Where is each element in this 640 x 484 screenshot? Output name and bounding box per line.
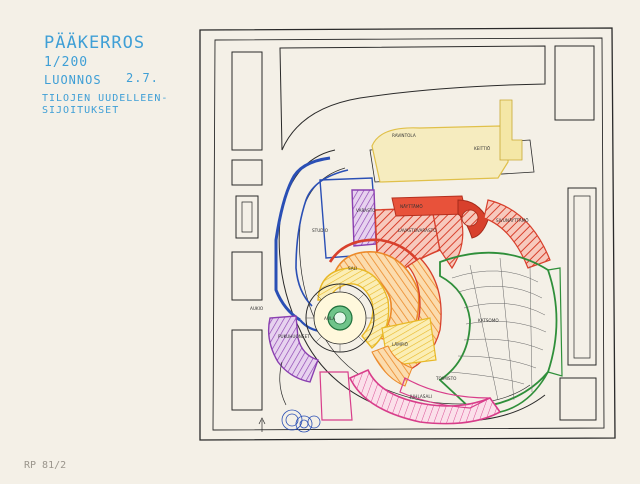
label-ravintola: RAVINTOLA	[392, 133, 416, 138]
street-blocks	[231, 45, 597, 421]
label-katsomo: KATSOMO	[478, 318, 499, 323]
label-aula: AULA	[324, 316, 335, 321]
label-juhlasali: JUHLASALI	[409, 394, 432, 399]
auditorium-seating-lines	[449, 257, 547, 401]
label-studio: STUDIO	[312, 228, 329, 233]
purple-lower-room	[267, 315, 319, 383]
plan-note-line1: TILOJEN UUDELLEEN-	[42, 93, 169, 104]
plan-note-line2: SIJOITUKSET	[42, 105, 120, 116]
entrance-steps	[281, 409, 321, 433]
purple-small-room	[351, 189, 377, 247]
label-pukuhuone: PUKUHUONEET	[278, 334, 310, 339]
label-lavasto: LAVASTOVARASTO	[398, 228, 437, 233]
green-auditorium-outline	[438, 251, 558, 409]
magenta-inner-edge	[399, 377, 491, 409]
yellow-lobby-ring	[317, 267, 390, 350]
red-circular-stair	[461, 209, 479, 227]
label-keittio: KEITTIÖ	[474, 146, 491, 151]
plan-draft-label: LUONNOS	[44, 73, 102, 87]
red-right-segment	[483, 199, 551, 269]
north-arrow-icon	[258, 417, 266, 432]
site-boundary	[199, 27, 616, 441]
blue-circulation-outer	[274, 156, 331, 322]
label-sivunayttamo: SIVUNÄYTTÄMÖ	[496, 218, 529, 223]
label-varasto: VARASTO	[356, 208, 376, 213]
plan-scale: 1/200	[44, 55, 89, 70]
plan-date: 2.7.	[126, 71, 159, 85]
entrance-ramp	[279, 361, 287, 406]
label-lampio: LÄMPIÖ	[392, 342, 409, 347]
plan-title: PÄÄKERROS	[44, 33, 146, 53]
label-aukio: AUKIO	[250, 306, 264, 311]
label-nayttamo: NÄYTTÄMÖ	[400, 204, 423, 209]
service-tower	[499, 99, 523, 161]
rotunda-radial-lines	[306, 284, 374, 352]
central-rotunda	[305, 283, 375, 353]
orange-lower-wedge	[371, 345, 413, 387]
magenta-lower-room	[319, 371, 353, 421]
label-sali: SALI	[348, 266, 357, 271]
label-toimisto: TOIMISTO	[435, 376, 457, 381]
green-lower-curve	[499, 371, 549, 413]
author-signature: RP 81/2	[24, 460, 67, 471]
green-edge-wall	[547, 267, 563, 377]
